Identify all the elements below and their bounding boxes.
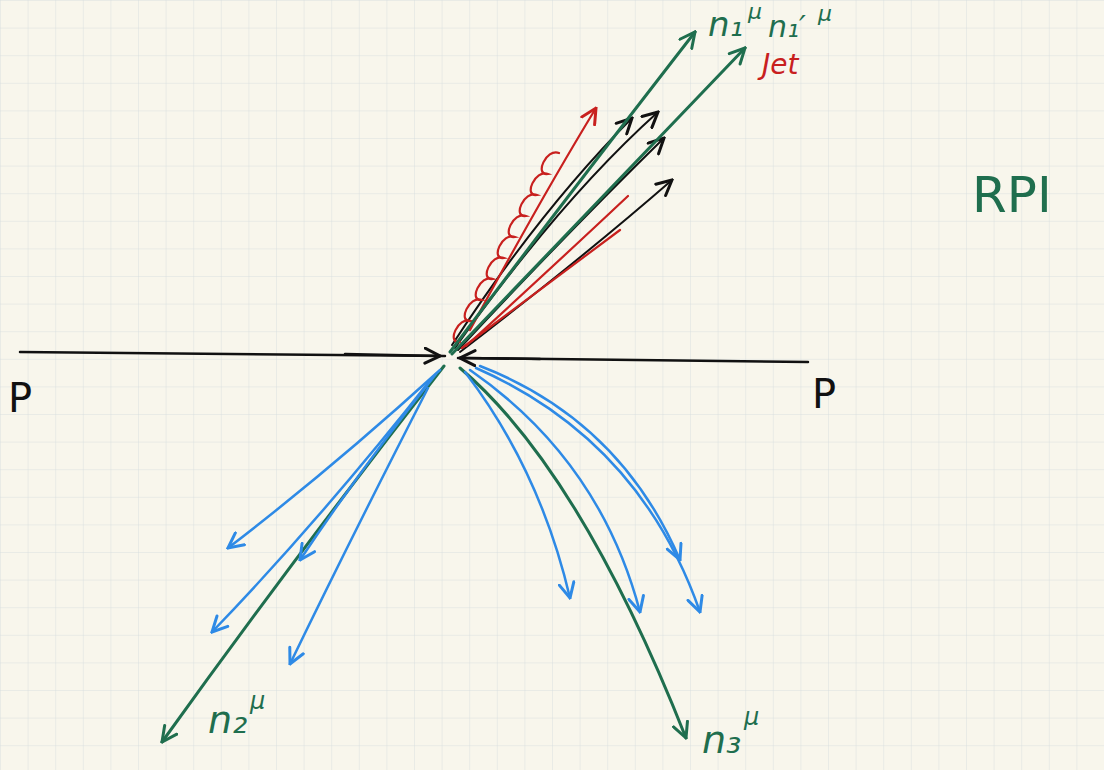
beam-left-arrow [345,354,440,356]
lorentz-index-box: μ [748,0,762,24]
jet-label-box: Jet [762,50,798,81]
vector-n3 [460,368,686,738]
blue-jets [212,366,700,664]
beam-left [20,352,445,356]
lorentz-index: μ [818,1,832,26]
vector-label: n₂ [208,698,247,742]
vector-n1-prime [452,48,745,354]
beam-right [458,358,808,362]
vector-label-box: n₃ [702,720,741,762]
vector-label-box: n₁′ [768,10,806,43]
lorentz-index: μ [250,687,265,715]
vector-label-box: n₂ [208,700,247,742]
proton-label: P [8,375,32,421]
jet-label: Jet [762,48,798,81]
lorentz-index-box: μ [250,688,265,714]
beam-right-arrow [460,358,540,359]
jet-particles [452,112,672,352]
vector-label: n₁ [708,4,743,44]
vector-n1 [450,32,695,352]
lorentz-index-box: μ [818,2,832,26]
rpi-label: RPI [972,166,1052,224]
rpi-label-box: RPI [972,168,1052,223]
lorentz-index-box: μ [744,704,759,730]
vector-label: n₃ [702,718,741,762]
proton-beams [20,352,808,362]
vector-label: n₁′ [768,9,806,44]
lorentz-index: μ [744,703,759,731]
vector-label-box: n₁ [708,6,743,43]
proton-label: P [812,371,836,417]
proton-label-box: P [8,376,32,420]
lorentz-index: μ [748,0,762,24]
proton-label-box: P [812,372,836,416]
vector-n2 [162,366,444,742]
lightcone-vectors [162,32,745,742]
